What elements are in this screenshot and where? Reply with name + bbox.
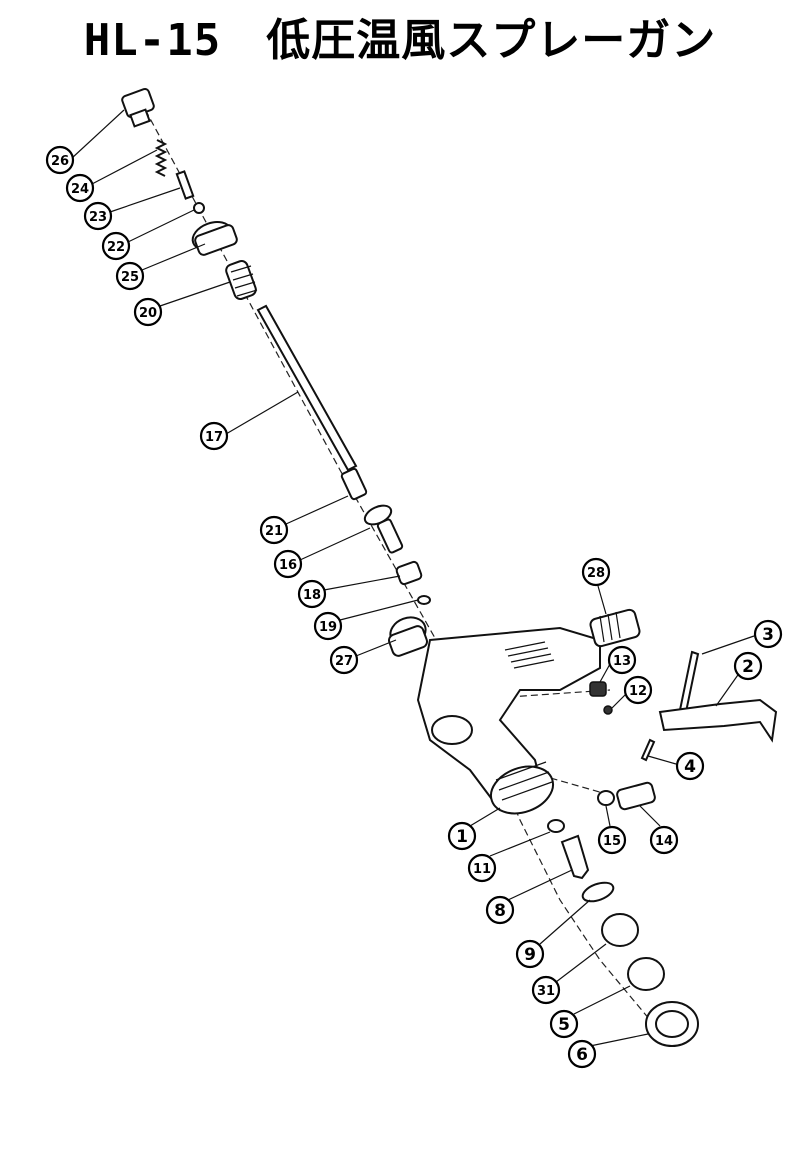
svg-text:8: 8 — [494, 901, 506, 921]
callout-21: 21 — [259, 515, 289, 545]
svg-text:3: 3 — [762, 625, 774, 645]
callout-4: 4 — [675, 751, 705, 781]
svg-text:6: 6 — [576, 1045, 588, 1065]
part-4-screw — [640, 738, 656, 762]
part-23-pin — [175, 170, 195, 200]
part-14-fitting — [616, 781, 656, 811]
svg-text:19: 19 — [319, 620, 337, 635]
svg-text:31: 31 — [537, 984, 555, 999]
callout-16: 16 — [273, 549, 303, 579]
part-15-ring — [597, 790, 615, 806]
svg-text:12: 12 — [629, 684, 647, 699]
svg-text:16: 16 — [279, 558, 297, 573]
callout-6: 6 — [567, 1039, 597, 1069]
svg-text:11: 11 — [473, 862, 491, 877]
callout-12: 12 — [623, 675, 653, 705]
part-19-oring — [417, 595, 431, 605]
part-11-oring — [547, 819, 565, 833]
svg-text:17: 17 — [205, 430, 223, 445]
diagram-title: HL-15 低圧温風スプレーガン — [83, 15, 717, 66]
part-25-nut — [191, 220, 238, 256]
callout-8: 8 — [485, 895, 515, 925]
callout-31: 31 — [531, 975, 561, 1005]
callout-14: 14 — [649, 825, 679, 855]
callout-18: 18 — [297, 579, 327, 609]
part-27-plug — [388, 616, 428, 657]
svg-text:25: 25 — [121, 270, 139, 285]
part-22-ring — [193, 202, 205, 214]
part-13-valve — [589, 681, 607, 697]
part-28-air-connector — [589, 608, 641, 648]
svg-text:13: 13 — [613, 654, 631, 669]
svg-text:20: 20 — [139, 306, 157, 321]
callout-2: 2 — [733, 651, 763, 681]
part-12-ring — [603, 705, 613, 715]
svg-text:28: 28 — [587, 566, 605, 581]
part-8-nozzle — [560, 834, 590, 880]
part-2-trigger — [658, 698, 778, 743]
svg-text:27: 27 — [335, 654, 353, 669]
part-6-retaining-ring — [645, 1001, 699, 1047]
svg-text:22: 22 — [107, 240, 125, 255]
callout-3: 3 — [753, 619, 783, 649]
callout-25: 25 — [115, 261, 145, 291]
callout-22: 22 — [101, 231, 131, 261]
svg-text:2: 2 — [742, 657, 754, 677]
callout-20: 20 — [133, 297, 163, 327]
svg-text:14: 14 — [655, 834, 673, 849]
part-20-spring — [225, 260, 258, 300]
part-16-packing — [363, 504, 404, 554]
part-5-air-cap — [627, 957, 665, 991]
svg-text:18: 18 — [303, 588, 321, 603]
svg-text:26: 26 — [51, 154, 69, 169]
callout-11: 11 — [467, 853, 497, 883]
callout-26: 26 — [45, 145, 75, 175]
svg-text:1: 1 — [456, 827, 468, 847]
part-17-needle — [256, 304, 358, 472]
svg-text:15: 15 — [603, 834, 621, 849]
svg-text:5: 5 — [558, 1015, 570, 1035]
callout-23: 23 — [83, 201, 113, 231]
part-18-packing-nut — [395, 560, 423, 586]
svg-text:9: 9 — [524, 945, 536, 965]
svg-text:23: 23 — [89, 210, 107, 225]
svg-text:4: 4 — [684, 757, 696, 777]
callout-24: 24 — [65, 173, 95, 203]
part-1-gun-body — [416, 626, 601, 815]
callout-5: 5 — [549, 1009, 579, 1039]
part-26-cap — [121, 88, 155, 128]
part-24-spring — [154, 139, 168, 177]
callout-9: 9 — [515, 939, 545, 969]
part-9-diffuser — [581, 881, 615, 903]
callout-13: 13 — [607, 645, 637, 675]
svg-text:24: 24 — [71, 182, 89, 197]
leader-lines — [71, 109, 755, 1047]
part-21-needle-nut — [340, 467, 368, 501]
part-3-trigger-pin — [678, 650, 700, 714]
callout-1: 1 — [447, 821, 477, 851]
callout-19: 19 — [313, 611, 343, 641]
svg-text:21: 21 — [265, 524, 283, 539]
callout-27: 27 — [329, 645, 359, 675]
callout-28: 28 — [581, 557, 611, 587]
part-31-air-ring — [601, 913, 639, 947]
callout-15: 15 — [597, 825, 627, 855]
assembly-axis — [139, 99, 651, 1021]
callout-17: 17 — [199, 421, 229, 451]
